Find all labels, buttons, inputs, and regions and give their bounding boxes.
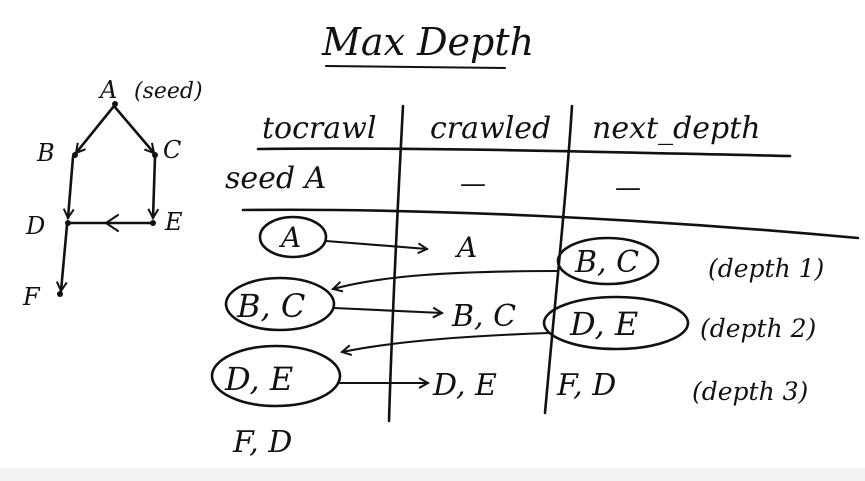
row1-to-row2-arrow [333,269,559,289]
edge-a-c [112,104,154,153]
row1-crawled: A [454,231,477,264]
node-b-label: B [36,139,55,167]
row1-depth-note: (depth 1) [708,254,824,283]
node-f-dot [57,291,63,297]
seed-row-crawled: — [460,169,486,199]
node-a-dot [112,101,118,107]
title-underline [324,64,507,70]
seed-row-tocrawl: seed A [225,161,326,196]
seed-rule [241,208,860,240]
node-c-label: C [163,136,181,164]
row1-tocrawl-oval [258,215,328,259]
node-b-dot [72,152,78,158]
row2-arrow [332,308,442,313]
row2-next-depth: D, E [569,305,638,343]
header-next-depth: next_depth [592,111,761,146]
row2-crawled: B, C [451,299,516,334]
row2-tocrawl-oval [224,276,336,332]
bottom-strip [0,468,865,481]
node-d-dot [65,220,71,226]
node-a-note: (seed) [134,79,203,104]
row1-tocrawl: A [278,221,301,254]
edge-d-f [61,223,69,291]
node-f-label: F [22,283,41,311]
row3-depth-note: (depth 3) [692,377,808,406]
node-a-label: A [98,76,117,104]
final-tocrawl: F, D [232,425,292,460]
row1-next-depth: B, C [574,245,639,280]
row3-tocrawl-oval [210,344,342,408]
row1-arrow [324,239,427,249]
edge-c-e [153,155,155,218]
seed-row-next-depth: — [615,173,641,203]
crawl-table: tocrawl crawled next_depth seed A — — A … [210,104,860,460]
node-e-label: E [164,208,183,236]
column-divider-1 [387,104,405,423]
header-crawled: crawled [430,111,551,146]
node-c-dot [152,152,158,158]
row3-crawled: D, E [432,368,497,403]
edge-a-b [74,104,116,153]
edge-e-d-arrow [104,213,120,233]
row2-to-row3-arrow [342,331,551,352]
row3-next-depth: F, D [556,368,616,403]
header-tocrawl: tocrawl [262,111,376,146]
row1-next-oval [556,236,660,286]
header-rule [256,147,792,158]
graph: A (seed) B C D E F [22,76,203,311]
edge-b-d [68,155,73,218]
node-d-label: D [25,212,45,240]
page-title: Max Depth [321,20,534,64]
row3-tocrawl: D, E [224,360,293,398]
row2-depth-note: (depth 2) [700,314,816,343]
row2-tocrawl: B, C [236,287,305,325]
row2-next-oval [542,295,690,351]
node-e-dot [150,220,156,226]
